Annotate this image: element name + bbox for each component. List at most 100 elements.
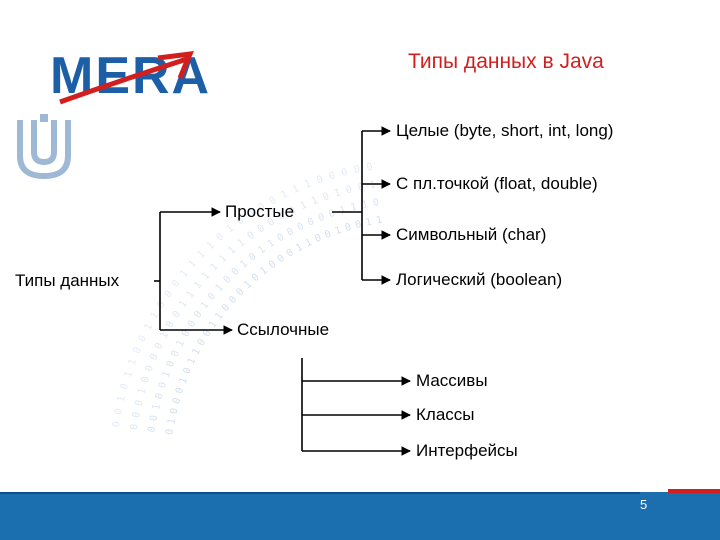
page-number: 5 [640, 497, 648, 512]
binary-digit: 0 [182, 366, 194, 376]
binary-digit: 0 [372, 197, 380, 209]
binary-digit: 1 [190, 347, 203, 357]
binary-digit: 1 [200, 270, 212, 282]
node-arrays: Массивы [416, 371, 488, 390]
binary-digit: 0 [354, 219, 363, 231]
binary-digit: 1 [185, 289, 197, 300]
binary-digit: 1 [142, 322, 155, 332]
binary-digit: 0 [132, 346, 144, 356]
binary-digit: 0 [174, 386, 186, 395]
binary-digit: 0 [340, 167, 349, 179]
node-interfaces: Интерфейсы [416, 441, 518, 460]
binary-digit: 0 [317, 212, 327, 224]
binary-digit: 1 [361, 199, 369, 211]
binary-digit: 1 [192, 279, 204, 291]
binary-digit: 0 [323, 229, 333, 241]
binary-digit: 0 [246, 230, 257, 242]
binary-digit: 0 [327, 208, 336, 220]
binary-digit: 0 [186, 319, 199, 330]
binary-digit: 1 [178, 268, 190, 280]
binary-digit: 1 [186, 356, 199, 366]
binary-digit: 1 [238, 258, 250, 270]
binary-digit: 0 [171, 309, 184, 320]
binary-digit: 0 [266, 216, 277, 229]
binary-digit: 0 [268, 195, 279, 208]
binary-digit: 0 [257, 201, 268, 214]
binary-digit: 0 [137, 334, 150, 344]
binary-digit: 1 [294, 242, 305, 255]
binary-digit: 1 [187, 258, 199, 270]
binary-digit: 0 [306, 216, 316, 229]
binary-digit: 0 [366, 162, 374, 174]
slide-title: Типы данных в Java [408, 50, 604, 73]
binary-digit: 1 [236, 237, 248, 249]
binary-digit: 1 [116, 395, 128, 403]
binary-digit: 1 [161, 370, 173, 379]
binary-digit: 0 [215, 231, 227, 243]
binary-digit: 0 [131, 411, 143, 419]
binary-digit: 1 [304, 237, 314, 250]
binary-digit: 0 [180, 328, 193, 339]
binary-digit: 1 [151, 403, 163, 411]
binary-digit: 1 [166, 418, 178, 426]
binary-digit: 0 [196, 337, 209, 348]
binary-digit: 1 [224, 223, 236, 235]
binary-digit: 1 [213, 311, 225, 322]
binary-digit: 1 [214, 282, 226, 294]
binary-digit: 0 [149, 414, 161, 422]
binary-digit: 0 [129, 423, 141, 431]
binary-digit: 1 [299, 200, 309, 213]
binary-digit: 0 [276, 253, 287, 265]
binary-digit: 0 [169, 349, 182, 359]
binary-digit: 1 [136, 387, 148, 396]
binary-digit: 0 [157, 381, 169, 390]
binary-digit: 0 [147, 426, 159, 434]
binary-digit: 0 [246, 208, 257, 220]
binary-digit: 0 [313, 233, 323, 246]
binary-digit: 0 [235, 215, 246, 227]
binary-digit: 1 [369, 179, 377, 191]
binary-digit: 0 [345, 184, 354, 196]
binary-digit: 0 [287, 205, 297, 218]
binary-digit: 1 [242, 279, 254, 291]
binary-digit: 0 [111, 421, 123, 429]
binary-digit: 1 [209, 261, 221, 273]
binary-digit: 0 [247, 251, 259, 263]
binary-digit: 1 [174, 338, 187, 348]
binary-digit: 0 [256, 223, 267, 235]
binary-digit: 0 [285, 226, 296, 239]
binary-digit: 1 [303, 178, 313, 190]
footer-bar [0, 492, 720, 540]
binary-digit: 0 [267, 259, 278, 271]
binary-digit: 1 [226, 245, 238, 257]
binary-digit: 0 [296, 221, 306, 234]
binary-digit: 0 [164, 320, 177, 331]
binary-digit: 0 [163, 289, 175, 300]
binary-digit: 1 [207, 319, 219, 330]
binary-digit: 0 [171, 397, 183, 406]
binary-digit: 1 [149, 311, 162, 322]
footer-divider [0, 492, 640, 494]
binary-digit: 0 [170, 278, 182, 289]
binary-digit: 1 [365, 217, 373, 229]
university-emblem-icon [17, 114, 71, 180]
binary-digit: 0 [206, 291, 218, 303]
binary-digit: 0 [277, 210, 288, 223]
binary-digit: 1 [333, 225, 342, 237]
binary-digit: 0 [321, 191, 330, 203]
binary-digit: 1 [258, 265, 270, 277]
binary-digit: 0 [285, 247, 296, 260]
binary-digit: 0 [275, 232, 286, 245]
binary-digit: 1 [279, 189, 289, 202]
binary-digit: 0 [328, 170, 337, 182]
binary-digit: 1 [291, 183, 301, 196]
binary-digit: 1 [127, 358, 139, 367]
node-float: С пл.точкой (float, double) [396, 174, 598, 193]
binary-digit: 1 [196, 249, 208, 261]
binary-digit: 1 [199, 300, 211, 311]
binary-digit: 0 [201, 328, 214, 339]
binary-digit: 0 [221, 274, 233, 286]
binary-digit: 1 [338, 205, 347, 217]
